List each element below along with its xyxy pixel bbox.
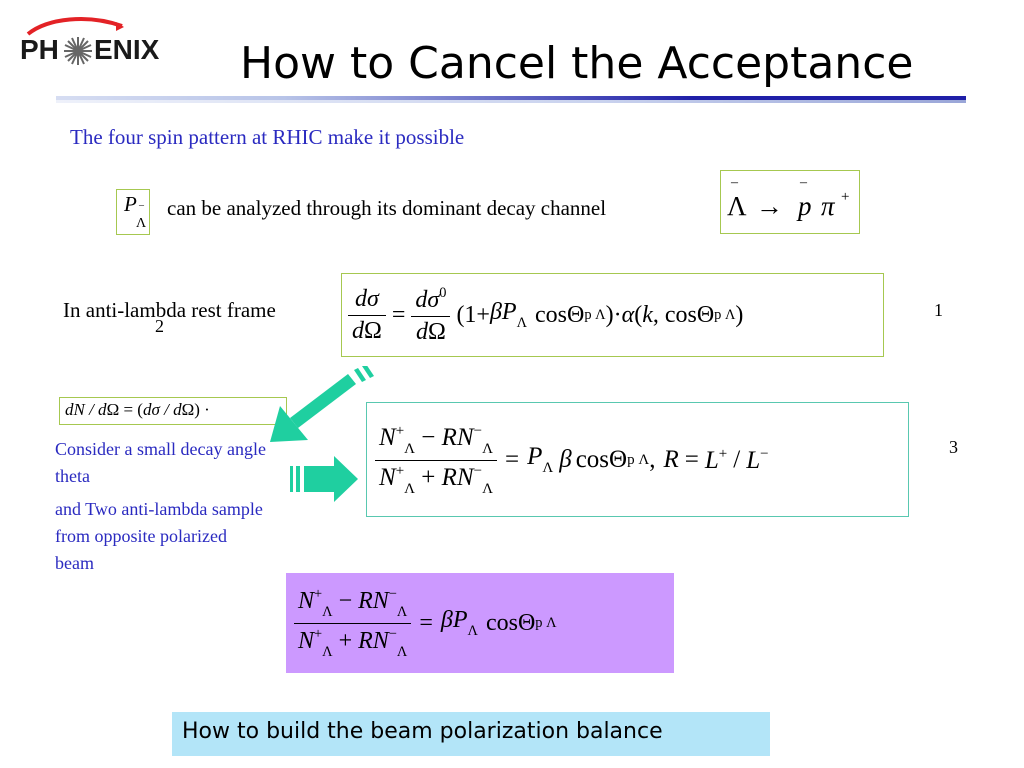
p-lambda-box: P – Λ [116,189,150,235]
p-lambda-sub-bar: – [139,200,144,211]
title-rule [56,96,966,100]
bottom-banner-text: How to build the beam polarization balan… [182,719,663,744]
note-small-angle: Consider a small decay angle theta [55,439,266,486]
title-rule-shadow [56,100,966,103]
logo-star-icon [64,37,92,65]
eq-number-3: 3 [949,437,958,457]
eq-number-1: 1 [934,300,943,320]
dn-equation-box: dN / dΩ = (dσ / dΩ) · [59,397,287,425]
phenix-logo: PH ENIX [18,12,159,72]
page-title: How to Cancel the Acceptance [240,38,914,89]
rest-frame-label: In anti-lambda rest frame [63,298,276,322]
eq-number-2: 2 [155,316,164,336]
logo-swoosh-icon [26,17,124,36]
decay-channel-box: – Λ → – p π + [720,170,860,234]
logo-text-right: ENIX [94,34,160,65]
logo-text-left: PH [20,34,59,65]
bottom-banner: How to build the beam polarization balan… [172,712,770,756]
diagonal-arrow-icon [270,366,374,442]
p-lambda-sub: Λ [136,216,147,231]
dn-equation: dN / dΩ = (dσ / dΩ) · [65,400,210,419]
p-lambda-symbol: P [124,192,137,216]
intro-text: The four spin pattern at RHIC make it po… [70,125,465,149]
note-two-samples: and Two anti-lambda sample from opposite… [55,499,263,573]
right-arrow-icon [290,456,358,502]
analyzed-text: can be analyzed through its dominant dec… [167,196,607,220]
